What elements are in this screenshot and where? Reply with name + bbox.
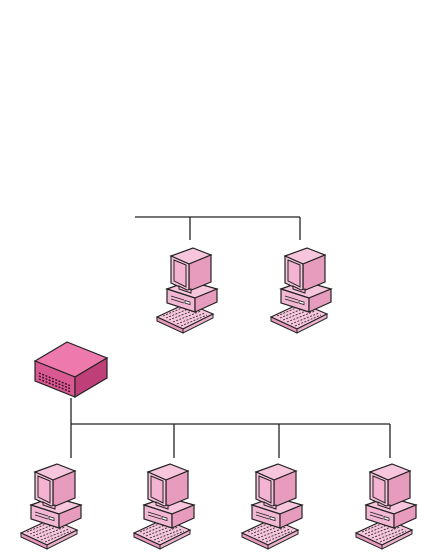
lower-segment-links xyxy=(70,398,391,458)
desktop-computer-icon xyxy=(133,463,195,550)
desktop-computer-icon xyxy=(355,463,417,550)
network-hub-icon xyxy=(33,341,109,399)
desktop-computer-icon xyxy=(241,463,303,550)
upper-segment-links xyxy=(135,216,301,240)
desktop-computer-icon xyxy=(270,247,332,334)
desktop-computer-icon xyxy=(20,463,82,550)
desktop-computer-icon xyxy=(156,247,218,334)
